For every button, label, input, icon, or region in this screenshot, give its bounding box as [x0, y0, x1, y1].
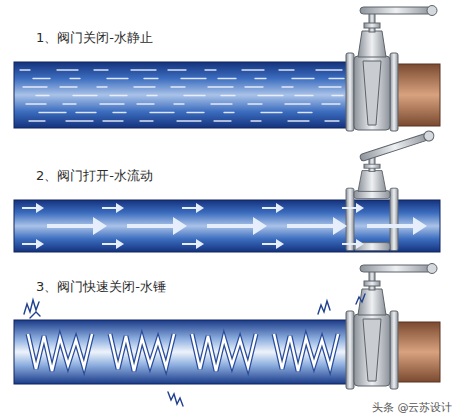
panel-caption: 1、阀门关闭-水静止 [36, 30, 153, 46]
watermark: 头条 @云苏设计 [370, 400, 455, 416]
panel-caption: 2、阀门打开-水流动 [36, 168, 153, 184]
panel-caption: 3、阀门快速关闭-水锤 [36, 279, 166, 295]
